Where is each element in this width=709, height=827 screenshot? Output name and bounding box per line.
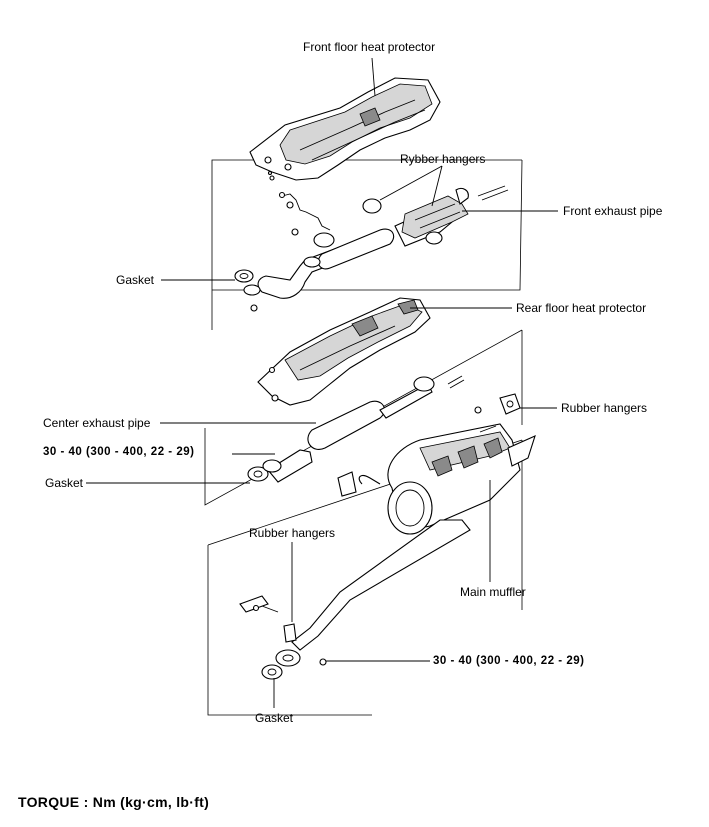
gasket-3-part xyxy=(261,664,283,680)
rubber-hangers-label-2: Rubber hangers xyxy=(249,526,336,540)
gasket-label-2: Gasket xyxy=(45,476,84,490)
center-exhaust-pipe-part xyxy=(267,375,482,483)
main-muffler-label: Main muffler xyxy=(460,585,526,599)
torque-spec-1: 30 - 40 (300 - 400, 22 - 29) xyxy=(43,446,195,458)
tail-pipe-part xyxy=(275,519,471,667)
gasket-1-part xyxy=(234,269,261,296)
gasket-label-1: Gasket xyxy=(116,273,155,287)
front-exhaust-pipe-part xyxy=(250,185,509,312)
rubber-hanger-lower-part xyxy=(239,595,297,643)
oxygen-sensor-part xyxy=(278,191,331,236)
torque-spec-2: 30 - 40 (300 - 400, 22 - 29) xyxy=(433,655,585,667)
front-exhaust-pipe-label: Front exhaust pipe xyxy=(563,204,663,218)
rear-floor-heat-protector-label: Rear floor heat protector xyxy=(516,301,647,315)
gasket-label-3: Gasket xyxy=(255,711,294,725)
front-floor-heat-protector-part xyxy=(249,77,441,181)
rubber-hangers-label-1: Rubber hangers xyxy=(561,401,648,415)
main-muffler-part xyxy=(337,423,536,535)
rybber-hangers-label: Rybber hangers xyxy=(400,152,486,166)
guide-box-front xyxy=(211,159,523,330)
center-exhaust-pipe-label: Center exhaust pipe xyxy=(43,416,151,430)
leader-lines xyxy=(86,57,558,708)
rear-floor-heat-protector-part xyxy=(257,297,431,406)
torque-units-footer: TORQUE : Nm (kg·cm, lb·ft) xyxy=(18,794,210,810)
front-floor-heat-protector-label: Front floor heat protector xyxy=(303,40,436,54)
rubber-hanger-right-part xyxy=(499,393,521,415)
gasket-2-part xyxy=(247,459,282,482)
